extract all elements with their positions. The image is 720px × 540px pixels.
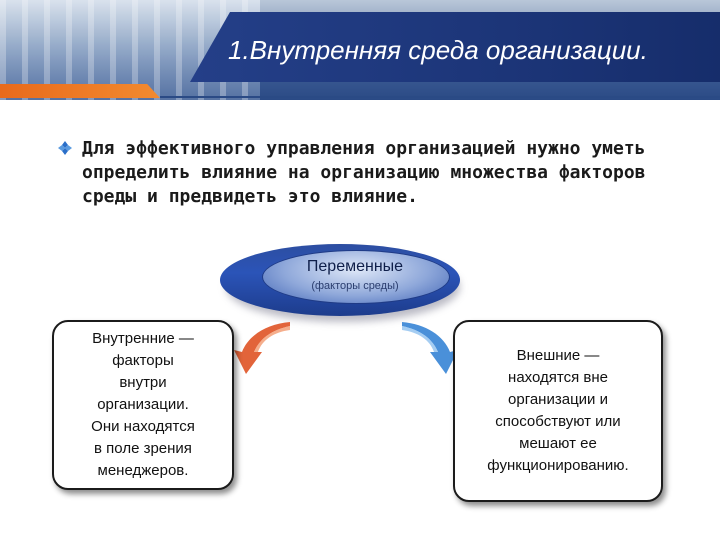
curved-arrow-right-icon xyxy=(402,322,458,374)
internal-factors-text: Внутренние — факторы внутри организации.… xyxy=(91,330,195,479)
external-factors-text: Внешние — находятся вне организации и сп… xyxy=(487,347,629,474)
header-underline xyxy=(160,96,720,98)
center-ellipse-inner xyxy=(262,250,450,304)
bullet-text: Для эффективного управления организацией… xyxy=(82,138,646,207)
external-factors-box: Внешние — находятся вне организации и сп… xyxy=(453,320,663,502)
slide-title: 1.Внутренняя среда организации. xyxy=(228,35,648,65)
title-panel xyxy=(190,12,720,82)
internal-factors-box: Внутренние — факторы внутри организации.… xyxy=(52,320,234,490)
accent-bar xyxy=(0,84,160,98)
curved-arrow-left-icon xyxy=(234,322,290,374)
diamond-bullet-icon xyxy=(58,141,72,155)
header-banner: 1.Внутренняя среда организации. xyxy=(0,0,720,100)
center-sublabel: (факторы среды) xyxy=(311,280,399,292)
center-label: Переменные xyxy=(306,258,404,275)
